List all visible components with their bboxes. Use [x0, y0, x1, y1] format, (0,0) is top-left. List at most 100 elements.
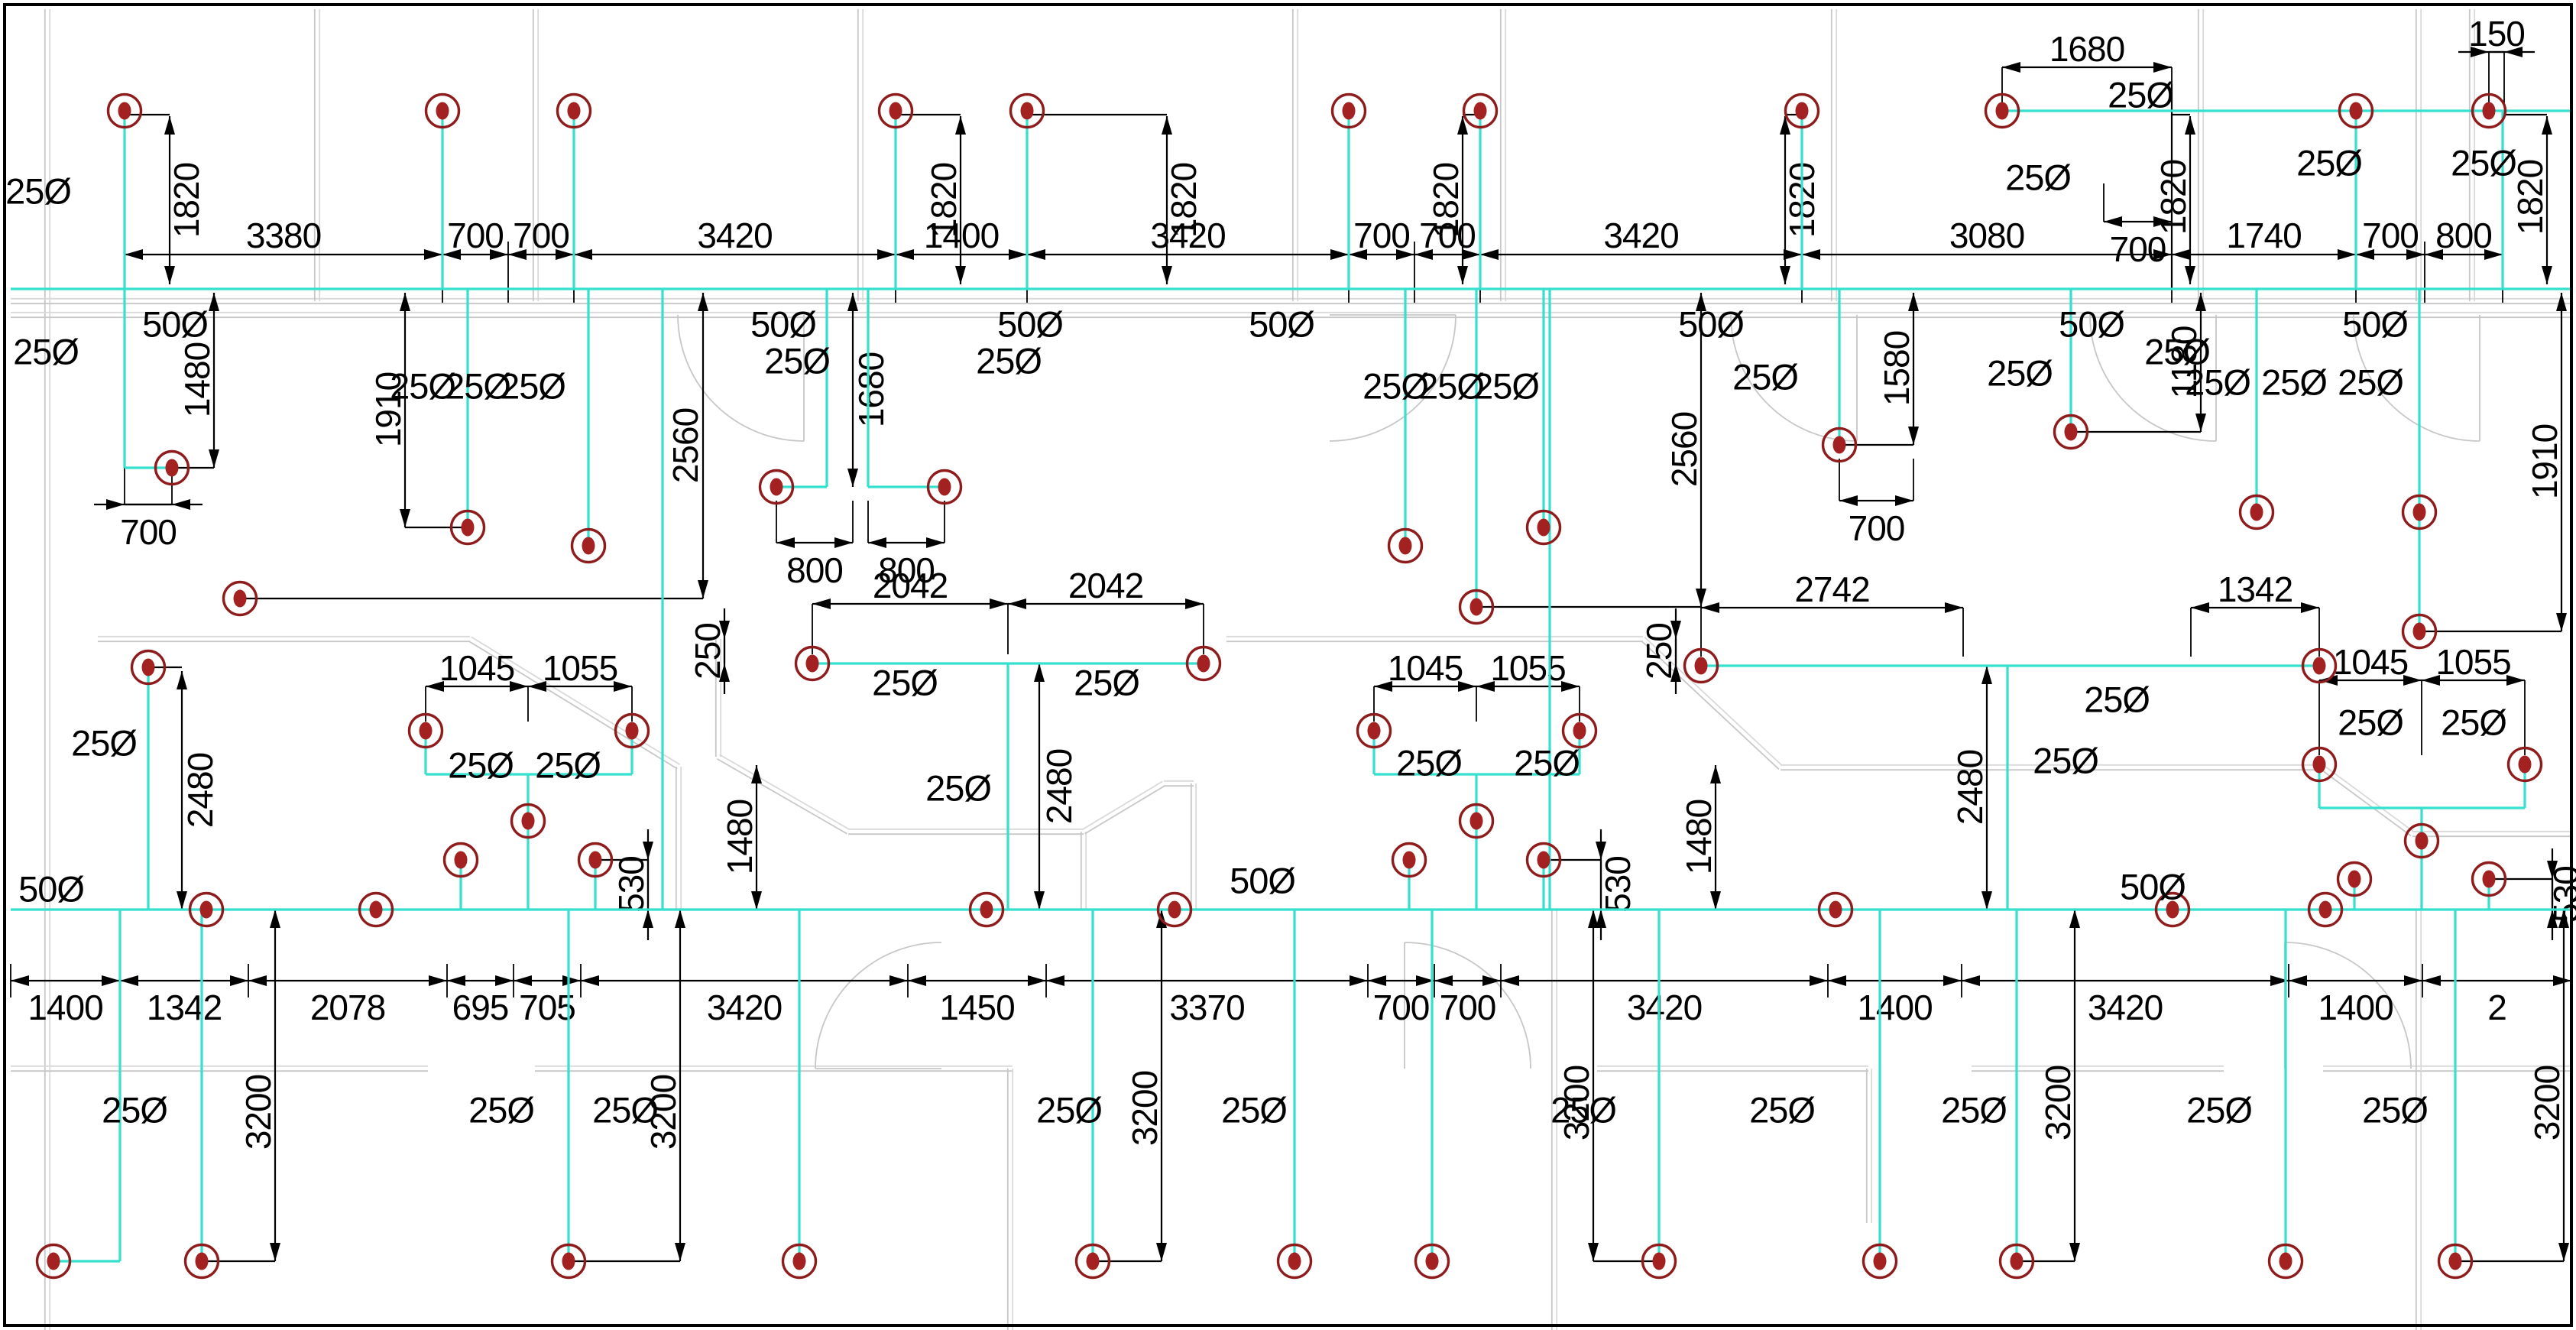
svg-text:2480: 2480 [1039, 749, 1079, 824]
svg-text:25Ø: 25Ø [468, 1089, 534, 1130]
svg-text:1045: 1045 [439, 648, 514, 688]
sprinkler-symbol [188, 891, 225, 928]
svg-text:25Ø: 25Ø [592, 1089, 658, 1130]
svg-text:2560: 2560 [1664, 412, 1704, 487]
svg-text:250: 250 [688, 623, 727, 680]
svg-text:25Ø: 25Ø [5, 170, 71, 211]
svg-text:1820: 1820 [2153, 160, 2193, 235]
svg-text:1910: 1910 [2525, 424, 2565, 499]
sprinkler-symbol [1276, 1243, 1313, 1280]
sprinkler-symbol [1330, 92, 1367, 129]
svg-text:25Ø: 25Ø [2362, 1089, 2428, 1130]
svg-text:25Ø: 25Ø [2261, 362, 2327, 402]
svg-text:3200: 3200 [238, 1075, 278, 1150]
svg-text:25Ø: 25Ø [1749, 1089, 1815, 1130]
svg-text:3200: 3200 [2038, 1066, 2078, 1140]
svg-text:25Ø: 25Ø [1396, 742, 1462, 783]
svg-text:700: 700 [120, 512, 177, 552]
svg-text:25Ø: 25Ø [2186, 1089, 2252, 1130]
svg-text:1055: 1055 [543, 648, 617, 688]
svg-text:50Ø: 50Ø [2120, 866, 2186, 907]
svg-text:25Ø: 25Ø [2033, 740, 2098, 780]
svg-text:700: 700 [1849, 508, 1905, 548]
sprinkler-symbol [130, 649, 167, 686]
svg-text:50Ø: 50Ø [2342, 303, 2408, 344]
sprinkler-symbol [781, 1243, 818, 1280]
svg-text:25Ø: 25Ø [976, 340, 1042, 381]
svg-text:25Ø: 25Ø [764, 340, 830, 381]
svg-text:2: 2 [2487, 988, 2506, 1027]
sprinkler-symbol [1525, 509, 1562, 546]
svg-text:2480: 2480 [180, 753, 220, 828]
svg-text:250: 250 [1639, 623, 1679, 680]
svg-text:1680: 1680 [2049, 29, 2124, 69]
sprinkler-symbol [424, 92, 461, 129]
svg-text:1400: 1400 [2318, 988, 2393, 1027]
svg-text:700: 700 [1353, 216, 1410, 255]
svg-text:25Ø: 25Ø [2338, 702, 2403, 742]
svg-text:25Ø: 25Ø [71, 722, 137, 763]
sprinkler-symbol [1821, 427, 1858, 463]
sprinkler-symbol [1817, 891, 1854, 928]
sprinkler-symbol [1458, 803, 1495, 839]
sprinkler-symbol [2301, 746, 2338, 783]
svg-text:700: 700 [447, 216, 504, 255]
svg-text:3420: 3420 [697, 216, 772, 255]
svg-text:700: 700 [1419, 216, 1476, 255]
sprinkler-symbol [154, 449, 190, 486]
svg-text:25Ø: 25Ø [2084, 679, 2150, 719]
svg-text:2042: 2042 [1068, 566, 1143, 605]
svg-text:530: 530 [611, 856, 651, 913]
sprinkler-symbol [1998, 1243, 2035, 1280]
svg-text:25Ø: 25Ø [2296, 142, 2362, 183]
svg-text:150: 150 [2468, 14, 2525, 54]
svg-text:3080: 3080 [1949, 216, 2024, 255]
sprinkler-symbol [2336, 861, 2373, 897]
sprinkler-symbol [510, 803, 546, 839]
pipes-layer [11, 109, 2571, 1263]
svg-text:2078: 2078 [310, 988, 385, 1027]
svg-text:1180: 1180 [2164, 326, 2204, 399]
svg-text:25Ø: 25Ø [1363, 365, 1428, 406]
sprinkler-symbol [877, 92, 914, 129]
sprinkler-symbol [1185, 645, 1222, 682]
sprinkler-symbol [2471, 861, 2507, 897]
svg-text:25Ø: 25Ø [872, 662, 938, 702]
svg-text:50Ø: 50Ø [1230, 860, 1295, 900]
svg-text:1045: 1045 [2333, 642, 2408, 682]
svg-text:2042: 2042 [873, 566, 948, 605]
svg-text:1820: 1820 [1164, 163, 1204, 238]
sprinkler-symbol [1009, 92, 1045, 129]
svg-text:25Ø: 25Ø [1221, 1089, 1287, 1130]
svg-text:25Ø: 25Ø [445, 365, 510, 406]
sprinkler-symbol [2437, 1243, 2474, 1280]
svg-text:3420: 3420 [1627, 988, 1702, 1027]
sprinkler-symbol [2267, 1243, 2304, 1280]
svg-text:50Ø: 50Ø [1678, 303, 1744, 344]
svg-text:50Ø: 50Ø [2059, 303, 2124, 344]
sprinkler-symbol [407, 712, 444, 749]
sprinkler-symbol [183, 1243, 220, 1280]
svg-text:700: 700 [513, 216, 569, 255]
svg-text:3370: 3370 [1169, 988, 1244, 1027]
svg-text:50Ø: 50Ø [1249, 303, 1314, 344]
svg-text:3200: 3200 [1557, 1066, 1596, 1140]
sprinkler-symbol [35, 1243, 72, 1280]
sprinkler-symbol [1074, 1243, 1111, 1280]
svg-text:800: 800 [2435, 216, 2492, 255]
svg-text:25Ø: 25Ø [925, 767, 991, 808]
sprinkler-symbol [2506, 746, 2543, 783]
sprinkler-symbol [2403, 822, 2440, 859]
sprinkler-symbol [1641, 1243, 1677, 1280]
sprinkler-symbol [1387, 527, 1424, 564]
sprinkler-symbol [1984, 92, 2020, 129]
sprinkler-symbol [1458, 589, 1495, 625]
sprinkler-symbol [2401, 613, 2438, 650]
svg-text:25Ø: 25Ø [2108, 74, 2173, 115]
svg-text:25Ø: 25Ø [2144, 331, 2210, 371]
sprinkler-symbol [968, 891, 1005, 928]
svg-text:1910: 1910 [368, 372, 408, 447]
